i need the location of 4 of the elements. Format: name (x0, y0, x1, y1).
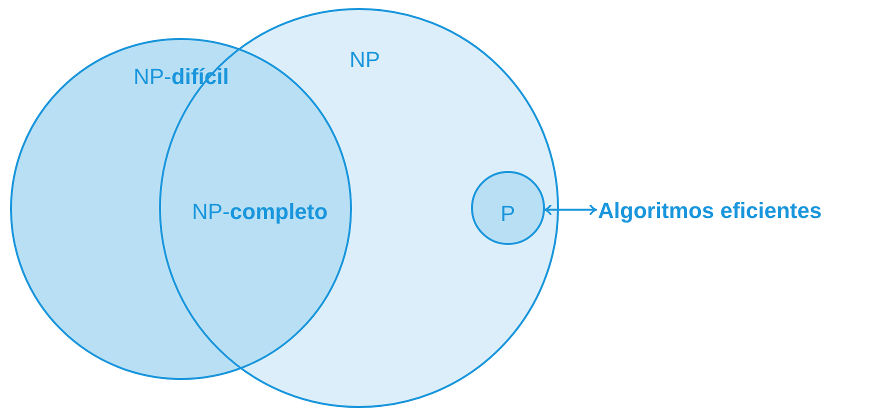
set-label: P (500, 203, 516, 225)
set-label: NP (350, 49, 380, 71)
set-label: NP-completo (192, 201, 328, 223)
caption-text: Algoritmos eficientes (598, 200, 822, 222)
